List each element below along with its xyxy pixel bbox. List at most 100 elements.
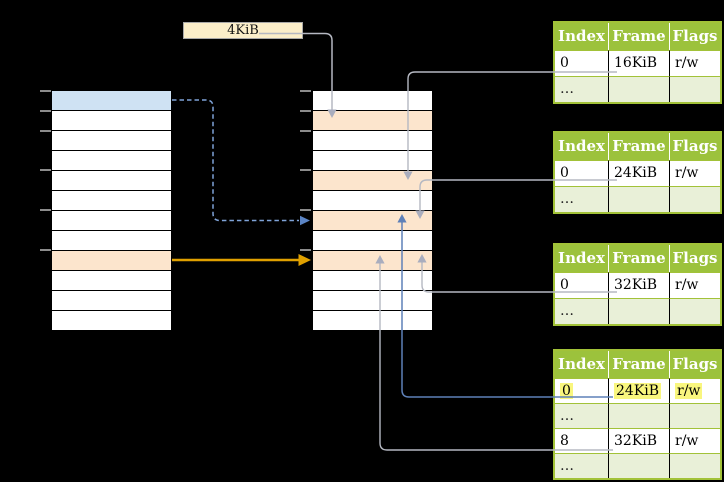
address-tick xyxy=(40,110,51,112)
page-table-3-header-col-2: Flags xyxy=(670,245,720,272)
page-table-3-header-col-1: Frame xyxy=(609,245,670,272)
physical-frame-row-3 xyxy=(313,150,432,170)
page-table-4-cell-3-2 xyxy=(670,453,720,478)
address-tick xyxy=(300,169,311,171)
page-table-4-row-0: 0 24KiB r/w xyxy=(555,378,720,403)
page-table-1-cell-0-0: 0 xyxy=(555,50,609,76)
physical-frame-row-8 xyxy=(313,250,432,270)
page-table-4-cell-0-1: 24KiB xyxy=(609,378,670,403)
address-tick xyxy=(40,169,51,171)
physical-frame-row-0 xyxy=(313,91,432,110)
virtual-page-row-4 xyxy=(52,170,171,190)
page-table-2-cell-0-0: 0 xyxy=(555,160,609,186)
page-table-4-highlighted-value: r/w xyxy=(675,383,703,399)
physical-frame-row-2 xyxy=(313,130,432,150)
page-table-4-row-3: … xyxy=(555,453,720,478)
page-table-4-cell-3-1 xyxy=(609,453,670,478)
address-tick xyxy=(40,90,51,92)
page-table-4-cell-2-2: r/w xyxy=(670,428,720,453)
page-table-3-row-1: … xyxy=(555,298,720,324)
page-table-3-cell-1-2 xyxy=(670,298,720,324)
page-table-4-highlighted-value: 0 xyxy=(560,383,573,399)
virtual-page-row-7 xyxy=(52,230,171,250)
physical-frame-row-1 xyxy=(313,110,432,130)
page-table-4-cell-1-1 xyxy=(609,403,670,428)
page-table-1-cell-1-0: … xyxy=(555,76,609,102)
virtual-memory-column xyxy=(52,91,171,330)
page-table-4-cell-1-2 xyxy=(670,403,720,428)
address-tick xyxy=(300,209,311,211)
page-table-1-header-col-0: Index xyxy=(555,23,609,50)
virtual-page-row-10 xyxy=(52,290,171,310)
page-table-4-cell-0-2: r/w xyxy=(670,378,720,403)
page-table-4-header-col-1: Frame xyxy=(609,351,670,378)
virtual-page-row-2 xyxy=(52,130,171,150)
page-table-3-header-col-0: Index xyxy=(555,245,609,272)
address-tick xyxy=(40,130,51,132)
page-table-1-cell-0-1: 16KiB xyxy=(609,50,670,76)
page-table-4-cell-1-0: … xyxy=(555,403,609,428)
page-table-2-cell-0-1: 24KiB xyxy=(609,160,670,186)
connector-virtual-page0-icon xyxy=(172,99,310,226)
page-table-4-row-1: … xyxy=(555,403,720,428)
virtual-page-row-1 xyxy=(52,110,171,130)
page-table-4-cell-2-1: 32KiB xyxy=(609,428,670,453)
address-tick xyxy=(300,130,311,132)
page-table-1-header-col-2: Flags xyxy=(670,23,720,50)
page-table-2-cell-1-1 xyxy=(609,186,670,212)
page-table-4-highlighted-value: 24KiB xyxy=(614,383,662,399)
page-table-3-cell-0-2: r/w xyxy=(670,272,720,298)
physical-memory-column xyxy=(313,91,432,330)
page-table-3-cell-0-1: 32KiB xyxy=(609,272,670,298)
virtual-page-row-0 xyxy=(52,91,171,110)
physical-frame-row-9 xyxy=(313,270,432,290)
address-tick xyxy=(40,249,51,251)
physical-frame-row-5 xyxy=(313,190,432,210)
physical-frame-row-11 xyxy=(313,310,432,330)
page-table-1-header-col-1: Frame xyxy=(609,23,670,50)
page-table-1-cell-1-1 xyxy=(609,76,670,102)
page-table-3-cell-0-0: 0 xyxy=(555,272,609,298)
page-table-4-cell-0-0: 0 xyxy=(555,378,609,403)
page-table-2-header-col-1: Frame xyxy=(609,133,670,160)
physical-frame-row-6 xyxy=(313,210,432,230)
address-tick xyxy=(300,249,311,251)
page-table-4-header-col-2: Flags xyxy=(670,351,720,378)
virtual-page-row-6 xyxy=(52,210,171,230)
page-table-2-cell-0-2: r/w xyxy=(670,160,720,186)
virtual-page-row-3 xyxy=(52,150,171,170)
page-table-4-cell-2-0: 8 xyxy=(555,428,609,453)
page-table-3-cell-1-1 xyxy=(609,298,670,324)
virtual-page-row-9 xyxy=(52,270,171,290)
address-tick xyxy=(300,110,311,112)
page-table-1-row-1: … xyxy=(555,76,720,102)
virtual-page-row-5 xyxy=(52,190,171,210)
page-table-2-header-col-2: Flags xyxy=(670,133,720,160)
physical-frame-row-4 xyxy=(313,170,432,190)
physical-frame-row-10 xyxy=(313,290,432,310)
page-table-3-cell-1-0: … xyxy=(555,298,609,324)
page-size-label: 4KiB xyxy=(183,22,303,39)
virtual-page-row-8 xyxy=(52,250,171,270)
page-table-1-cell-0-2: r/w xyxy=(670,50,720,76)
address-tick xyxy=(40,209,51,211)
page-table-4-cell-3-0: … xyxy=(555,453,609,478)
connector-virtual-page8-icon xyxy=(172,254,311,266)
address-tick xyxy=(300,90,311,92)
page-table-2-row-1: … xyxy=(555,186,720,212)
virtual-page-row-11 xyxy=(52,310,171,330)
physical-frame-row-7 xyxy=(313,230,432,250)
